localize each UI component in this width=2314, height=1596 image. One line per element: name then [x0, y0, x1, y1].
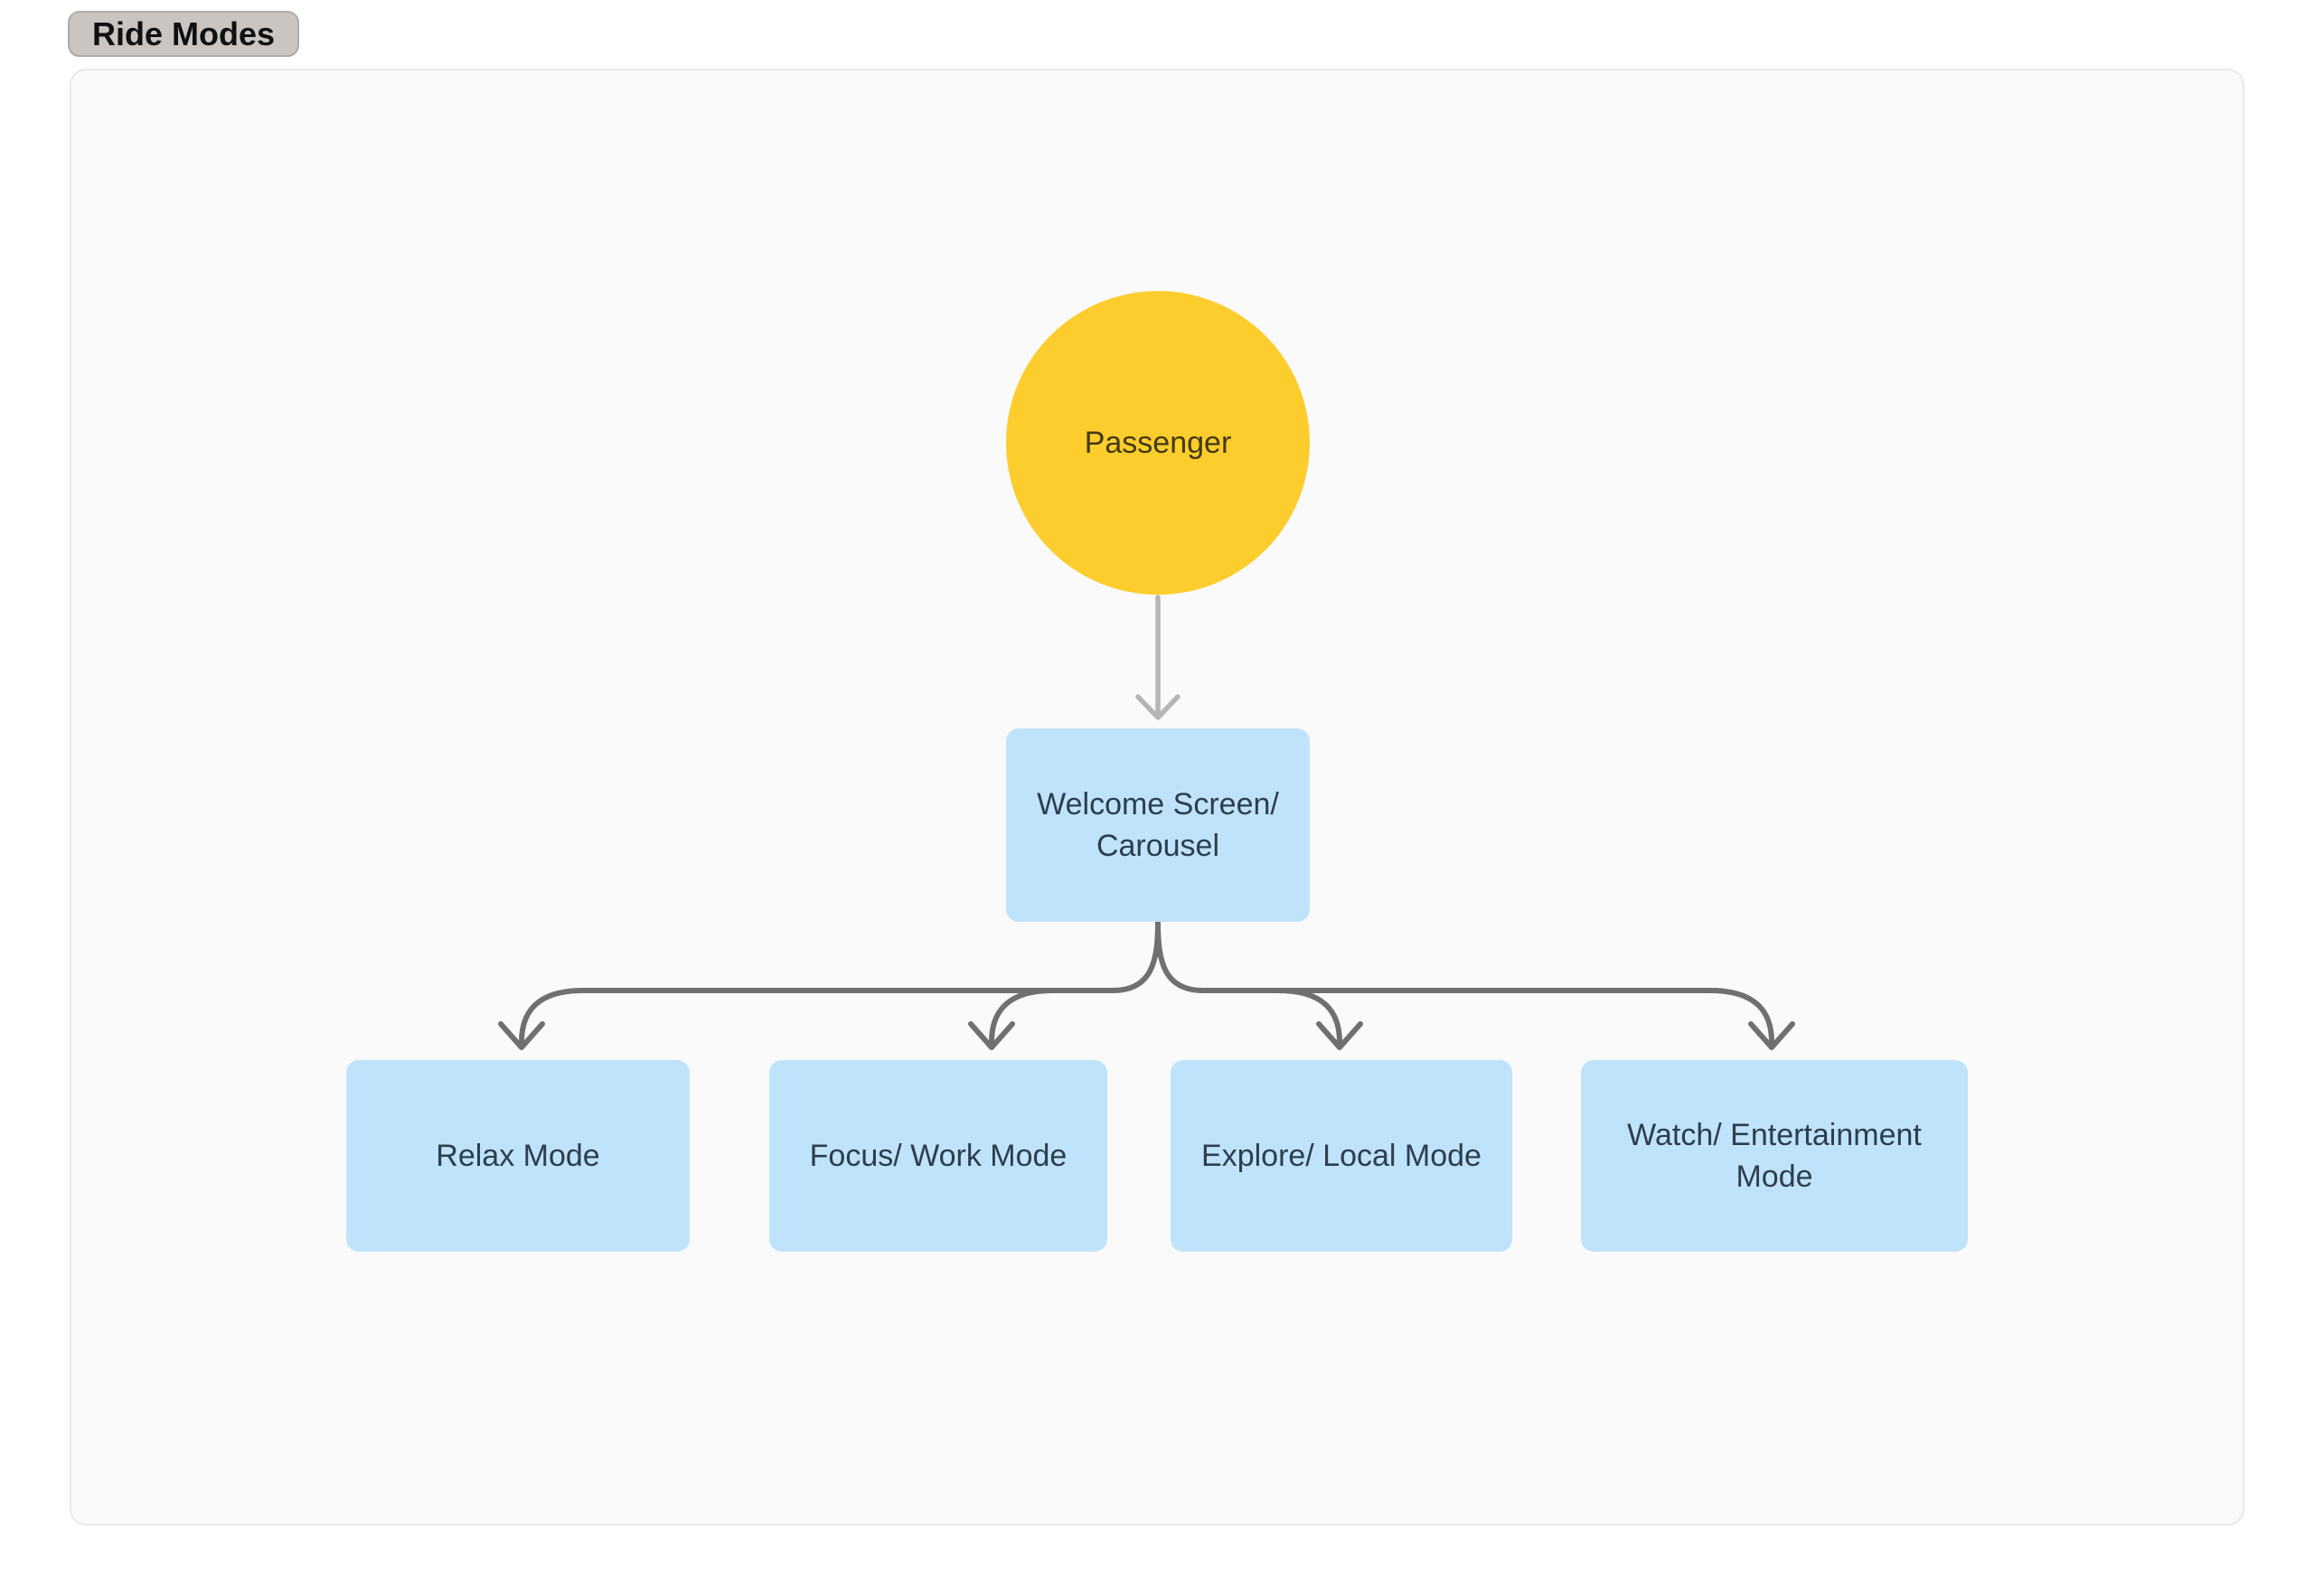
node-explore-label: Explore/ Local Mode — [1201, 1139, 1482, 1173]
node-focus-work-mode[interactable]: Focus/ Work Mode — [769, 1060, 1107, 1252]
node-watch-entertainment-mode[interactable]: Watch/ Entertainment Mode — [1581, 1060, 1968, 1252]
ride-modes-tab-badge[interactable]: Ride Modes — [68, 11, 300, 57]
ride-modes-tab-label: Ride Modes — [92, 14, 276, 52]
node-welcome-label: Welcome Screen/ Carousel — [1037, 787, 1279, 863]
node-explore-local-mode[interactable]: Explore/ Local Mode — [1171, 1060, 1512, 1252]
node-relax-label: Relax Mode — [436, 1139, 600, 1173]
node-relax-mode[interactable]: Relax Mode — [346, 1060, 690, 1252]
node-welcome-screen-carousel[interactable]: Welcome Screen/ Carousel — [1006, 728, 1310, 922]
node-passenger-label: Passenger — [1084, 426, 1232, 460]
node-focus-label: Focus/ Work Mode — [809, 1139, 1068, 1173]
node-watch-label: Watch/ Entertainment Mode — [1627, 1118, 1922, 1194]
node-passenger[interactable]: Passenger — [1006, 291, 1310, 595]
